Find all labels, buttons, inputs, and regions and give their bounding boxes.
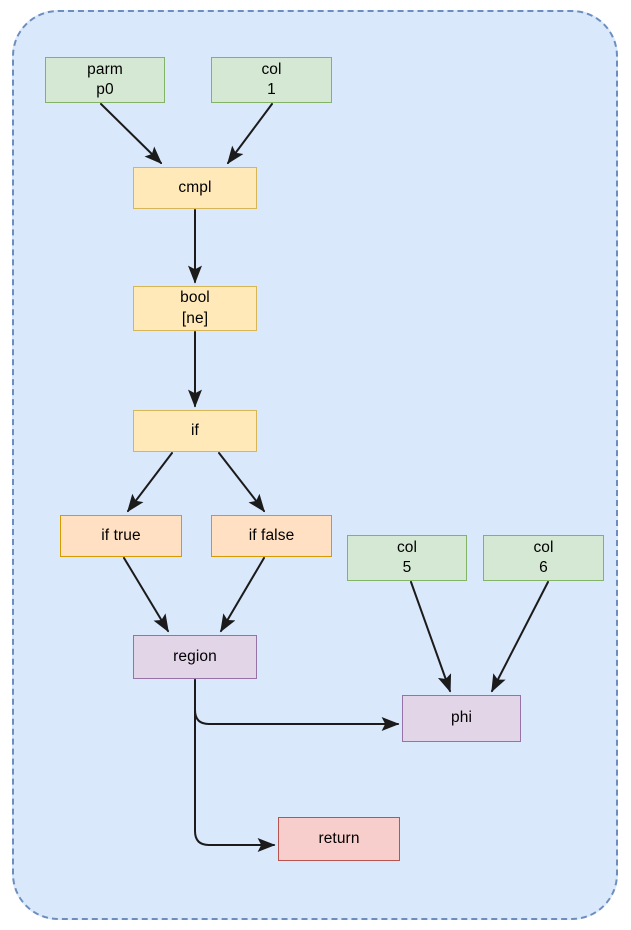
node-col_6[interactable]: col 6 bbox=[483, 535, 604, 581]
node-label-primary: return bbox=[318, 829, 360, 847]
node-label-primary: col bbox=[533, 538, 554, 556]
node-phi[interactable]: phi bbox=[402, 695, 521, 742]
node-label-secondary: p0 bbox=[96, 81, 114, 98]
node-label-primary: if true bbox=[101, 526, 141, 544]
node-if_true[interactable]: if true bbox=[60, 515, 182, 557]
node-bool_ne[interactable]: bool [ne] bbox=[133, 286, 257, 331]
node-cmpl[interactable]: cmpl bbox=[133, 167, 257, 209]
node-label-primary: cmpl bbox=[178, 178, 212, 196]
node-label-secondary: 6 bbox=[539, 559, 548, 576]
node-if_false[interactable]: if false bbox=[211, 515, 332, 557]
node-col_1[interactable]: col 1 bbox=[211, 57, 332, 103]
node-parm_p0[interactable]: parm p0 bbox=[45, 57, 165, 103]
node-label-secondary: 1 bbox=[267, 81, 276, 98]
node-label-primary: parm bbox=[87, 60, 123, 78]
node-if[interactable]: if bbox=[133, 410, 257, 452]
node-label-secondary: [ne] bbox=[181, 309, 209, 327]
node-region[interactable]: region bbox=[133, 635, 257, 679]
node-label-secondary: 5 bbox=[402, 559, 412, 576]
node-label-primary: region bbox=[173, 647, 217, 665]
node-label-primary: if false bbox=[248, 526, 295, 544]
node-label-primary: phi bbox=[451, 709, 472, 727]
node-return[interactable]: return bbox=[278, 817, 400, 861]
node-label-primary: if bbox=[191, 421, 199, 439]
node-col_5[interactable]: col 5 bbox=[347, 535, 467, 581]
node-label-primary: col bbox=[396, 538, 418, 556]
node-label-primary: col bbox=[261, 60, 282, 78]
graph-container-boundary bbox=[12, 10, 618, 920]
node-label-primary: bool bbox=[180, 289, 210, 307]
